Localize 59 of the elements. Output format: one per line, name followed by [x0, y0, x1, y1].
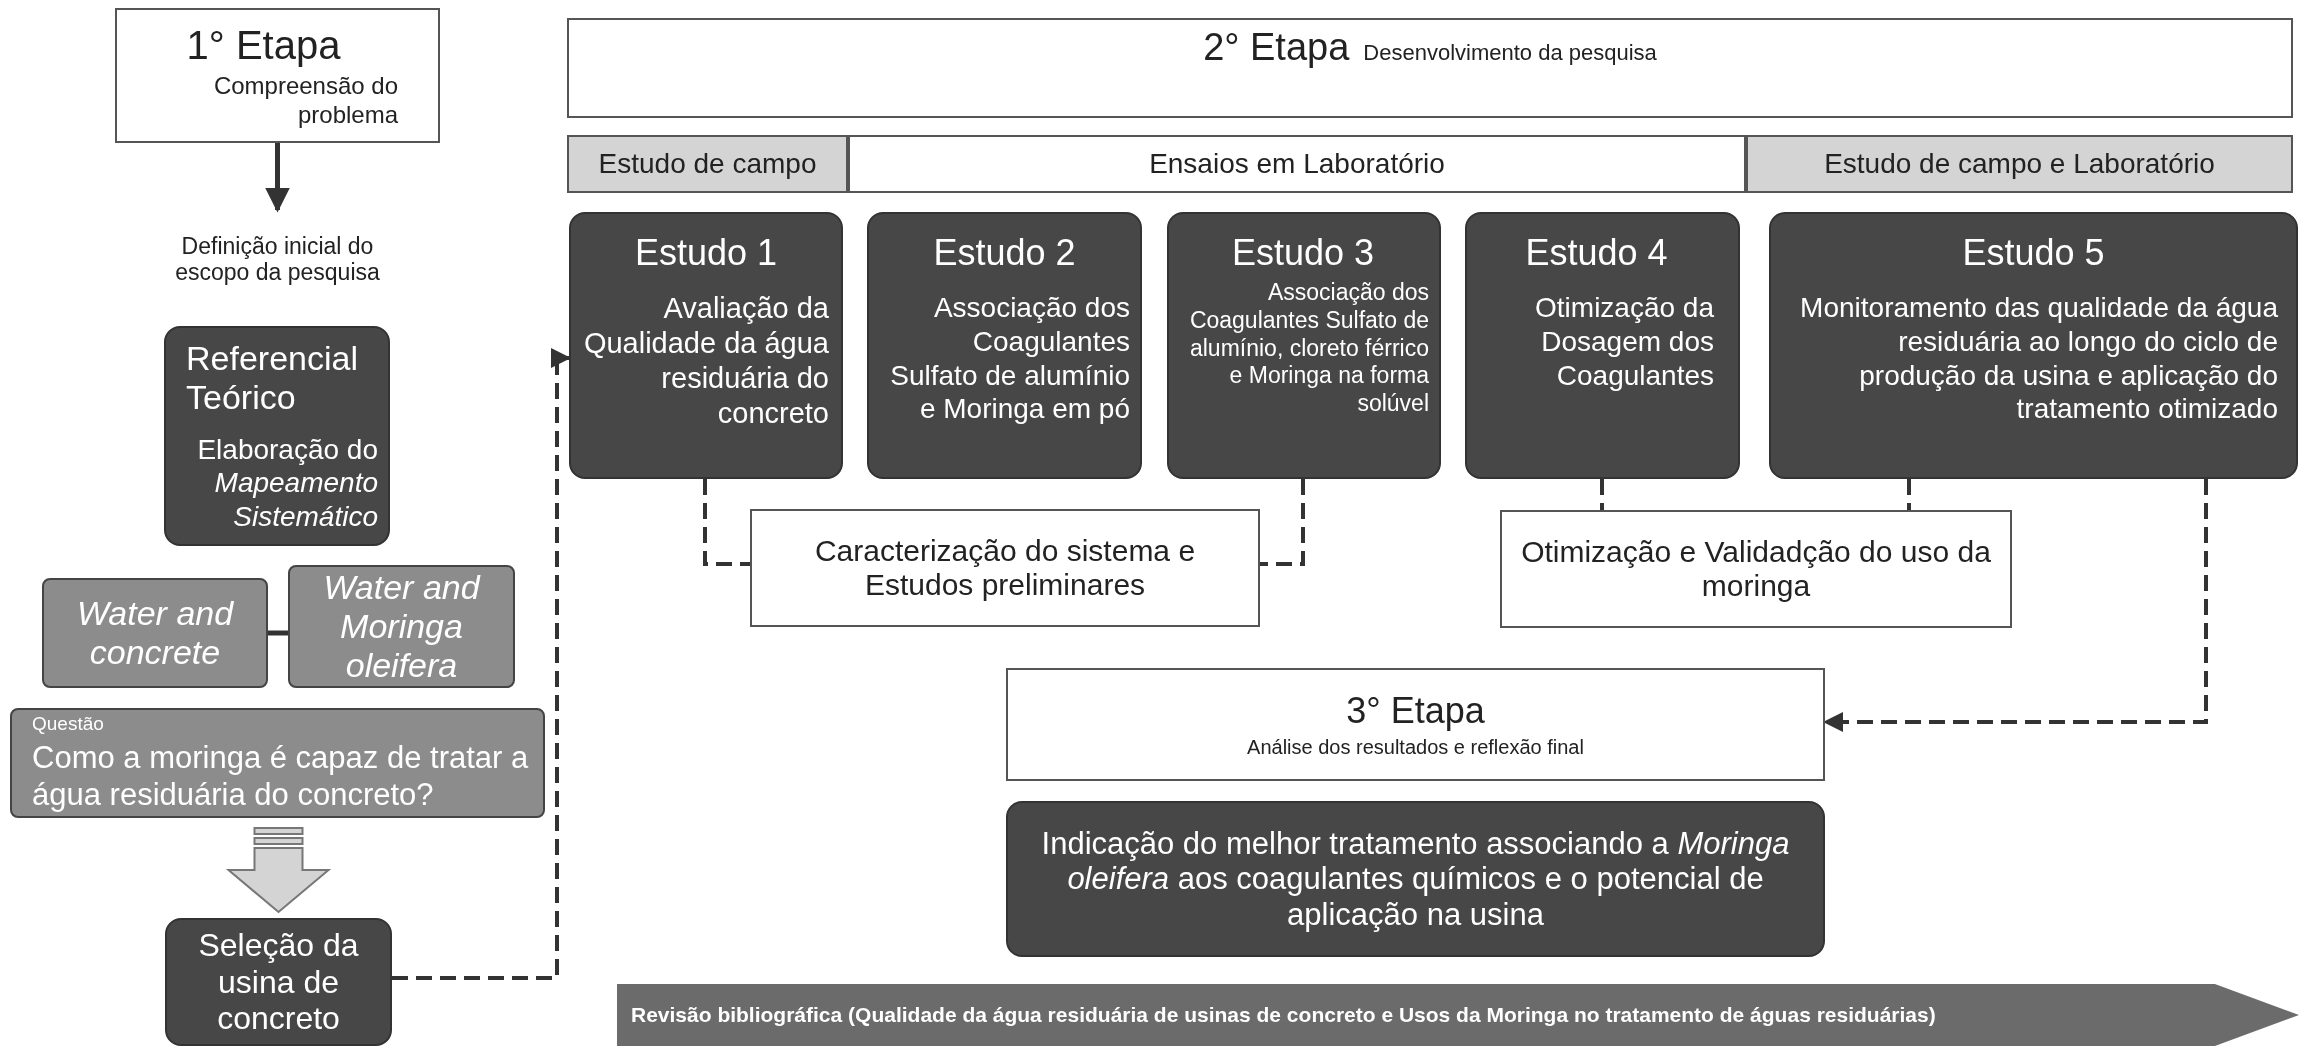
stage-box [1006, 668, 1825, 781]
process-box [165, 918, 392, 1046]
heading: 3° Etapa [1345, 689, 1486, 732]
dashed-line [1907, 479, 1911, 510]
dashed-line [1600, 479, 1604, 510]
description-text: Otimização da Dosagem dos Coagulantes [1534, 291, 1714, 393]
label-text: Water and concrete [75, 593, 235, 673]
dashed-line [1260, 479, 1305, 566]
label-text: Water and Moringa oleifera [322, 567, 482, 686]
description-text: Associação dos Coagulantes Sulfato de alumínio, cloreto férrico e Moringa na forma solúvel [1188, 279, 1429, 418]
heading: Referencial Teórico [186, 338, 359, 417]
label-text: Definição inicial do escopo da pesquisa [174, 232, 381, 286]
description-text: Compreensão do problema [212, 71, 398, 130]
heading: 2° Etapa [1203, 26, 1350, 70]
process-box [164, 326, 390, 546]
arrow-banner [617, 984, 2299, 1046]
description-text: Como a moringa é capaz de tratar a água residuária do concreto? [32, 738, 530, 814]
connector-line [268, 630, 288, 636]
label-text: Revisão bibliográfica (Qualidade da água residuária de usinas de concreto e Usos da Moringa no tratamento de águas residuárias) [631, 1002, 1937, 1028]
block-arrow [225, 827, 332, 914]
heading: Estudo 4 [1524, 232, 1669, 274]
study-box [867, 212, 1142, 479]
dashed-connector [392, 348, 571, 980]
question-box [10, 708, 545, 818]
description-text: Elaboração do Mapeamento Sistemático [196, 432, 378, 534]
study-box [1465, 212, 1740, 479]
result-box [750, 509, 1260, 627]
description-text: Avaliação da Qualidade da água residuária do concreto [583, 291, 829, 431]
label-text: Caracterização do sistema e Estudos preliminares [813, 533, 1197, 603]
description-text: Monitoramento das qualidade da água residuária ao longo do ciclo de produção da usina e aplicação do tratamento otimizado [1799, 291, 2278, 426]
label-text: Otimização e Validadção do uso da moringa [1520, 534, 1992, 604]
label-text: Estudo de campo [597, 147, 818, 181]
label-text: Indicação do melhor tratamento associando a Moringa oleifera aos coagulantes químicos e o potencial de aplicação na usina [1040, 825, 1791, 933]
conclusion-box [1006, 801, 1825, 957]
description-text: Associação dos Coagulantes Sulfato de alumínio e Moringa em pó [889, 291, 1130, 426]
study-box [1167, 212, 1441, 479]
category-header [567, 135, 848, 193]
study-box [1769, 212, 2298, 479]
study-box [569, 212, 843, 479]
stage-box [567, 18, 2293, 118]
result-box [1500, 510, 2012, 628]
heading: Estudo 5 [1961, 232, 2106, 274]
arrow [265, 143, 290, 213]
description-text: Análise dos resultados e reflexão final [1246, 735, 1585, 760]
heading: 1° Etapa [185, 21, 342, 68]
dashed-line [703, 479, 750, 566]
topic-box [42, 578, 268, 688]
heading: Questão [32, 712, 105, 735]
label-text: Estudo de campo e Laboratório [1823, 147, 2216, 181]
stage-box [115, 8, 440, 143]
heading: Estudo 1 [633, 232, 779, 274]
heading: Estudo 3 [1230, 232, 1376, 274]
topic-box [288, 565, 515, 688]
label-text: Seleção da usina de concreto [197, 926, 360, 1038]
category-header [848, 135, 1746, 193]
heading: Estudo 2 [932, 232, 1077, 274]
label-text: Ensaios em Laboratório [1148, 147, 1446, 181]
description-text: Desenvolvimento da pesquisa [1363, 40, 1657, 67]
category-header [1746, 135, 2293, 193]
